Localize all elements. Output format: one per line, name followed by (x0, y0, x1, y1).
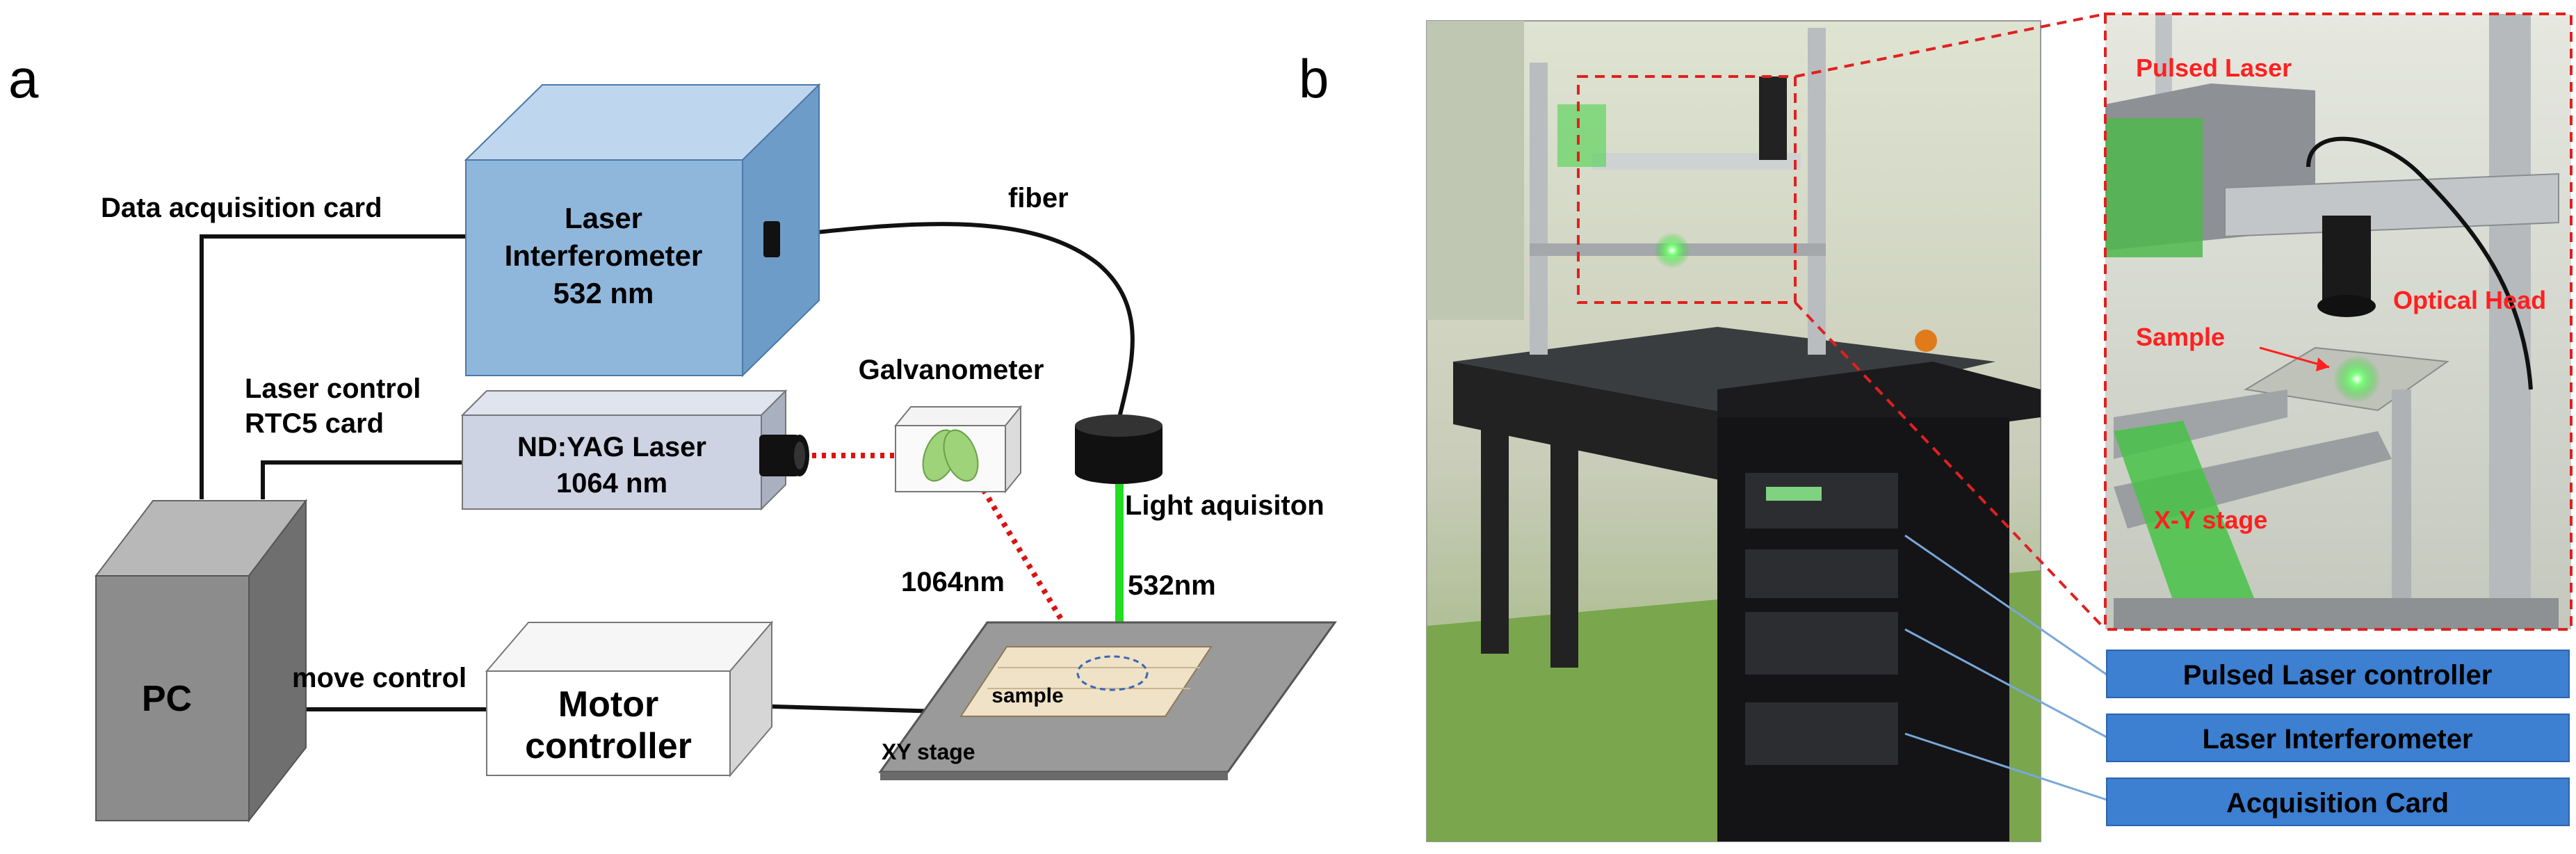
zoom-label-pulsed-laser: Pulsed Laser (2136, 54, 2292, 82)
nm532-label: 532nm (1128, 570, 1216, 601)
lab-photo (1426, 20, 2041, 842)
xy-stage-label: XY stage (882, 739, 975, 764)
panel-a-letter: a (8, 48, 39, 109)
callout-pulsed-controller: Pulsed Laser controller (2106, 650, 2570, 698)
galvanometer: Galvanometer (859, 355, 1044, 494)
move-ctrl-label: move control (292, 663, 467, 693)
motor-controller-box: Motor controller (485, 620, 774, 778)
laser-aperture-icon (759, 435, 809, 476)
interferometer-box: Laser Interferometer 532 nm (464, 83, 821, 378)
nm1064-label: 1064nm (901, 567, 1005, 597)
interferometer-label-1: Laser (565, 202, 642, 234)
galvanometer-label: Galvanometer (859, 355, 1044, 385)
optical-head (1075, 414, 1163, 671)
laser-ctrl-label-1: Laser control (245, 373, 421, 404)
galvo-mirror-2 (943, 429, 979, 482)
fiber-port-icon (763, 221, 780, 257)
laser-ctrl-label-2: RTC5 card (245, 408, 384, 439)
zoom-label-optical-head: Optical Head (2393, 286, 2546, 314)
callout-acquisition-card-label: Acquisition Card (2226, 788, 2449, 819)
scan-area (1076, 655, 1149, 691)
photo-green-spot (1654, 232, 1690, 268)
inset-green-spot (2333, 355, 2381, 403)
zoom-label-sample: Sample (2136, 323, 2225, 351)
zoom-inset: Pulsed Laser Optical Head Sample X-Y sta… (2104, 13, 2573, 631)
panel-a: a PC Laser Interferometer 532 nm (8, 48, 1337, 823)
photo-zoom-box (1577, 75, 1797, 304)
motor-label-1: Motor (558, 684, 658, 725)
ndyag-label-2: 1064 nm (556, 468, 667, 499)
callout-pulsed-controller-label: Pulsed Laser controller (2183, 660, 2493, 691)
callout-laser-interferometer-label: Laser Interferometer (2202, 724, 2472, 755)
ndyag-box: ND:YAG Laser 1064 nm (460, 389, 809, 511)
wires (200, 222, 1135, 715)
zoom-label-xy-stage: X-Y stage (2154, 506, 2267, 534)
pc-box: PC (94, 499, 308, 823)
pc-label: PC (142, 679, 192, 719)
data-acq-label: Data acquisition card (101, 193, 382, 223)
light-acq-label: Light aquisiton (1125, 490, 1325, 521)
xy-stage: sample XY stage (878, 621, 1337, 780)
interferometer-label-3: 532 nm (553, 277, 654, 309)
ndyag-label-1: ND:YAG Laser (517, 432, 706, 462)
interferometer-label-2: Interferometer (505, 239, 703, 272)
zoom-connectors (1794, 13, 2107, 631)
wire-data-acquisition (200, 234, 466, 499)
motor-label-2: controller (525, 726, 692, 766)
callout-laser-interferometer: Laser Interferometer (2106, 714, 2570, 762)
panel-b: b (1299, 13, 2573, 842)
panel-b-letter: b (1299, 48, 1329, 109)
fiber-cable (778, 222, 1135, 418)
callout-acquisition-card: Acquisition Card (2106, 778, 2570, 826)
inset-border (2104, 13, 2573, 631)
callout-leaders (1904, 534, 2107, 801)
sample-label: sample (991, 684, 1063, 707)
sample-plate (959, 646, 1213, 717)
fiber-label: fiber (1008, 183, 1069, 214)
wire-laser-control (261, 460, 462, 499)
